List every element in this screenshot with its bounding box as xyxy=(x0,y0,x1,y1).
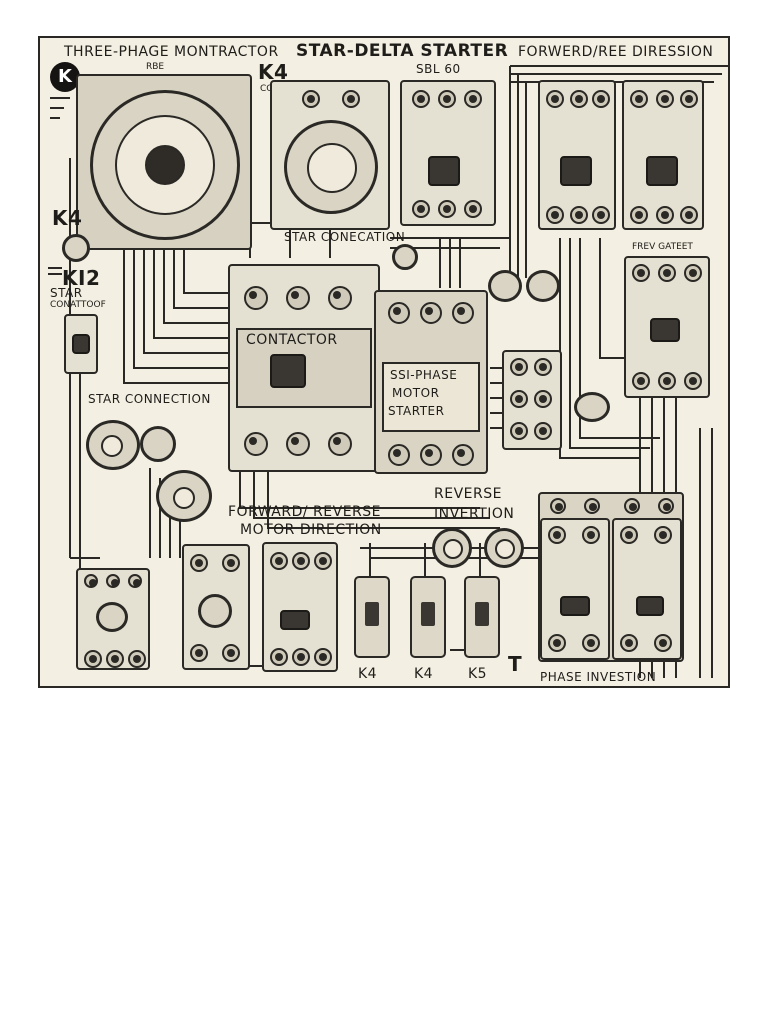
label-motor-direction: MOTOR DIRECTION xyxy=(240,522,382,538)
fuse-k4-b xyxy=(410,576,446,658)
motor-starter: SSI-PHASE MOTOR STARTER xyxy=(374,290,488,474)
label-k12-left: KI2 xyxy=(62,266,101,290)
indicator-lamp xyxy=(392,244,418,270)
bottom-left-contactor xyxy=(76,568,150,670)
round-meter-icon xyxy=(284,120,378,214)
terminal-block xyxy=(502,350,562,450)
tiny-label-frevgateet: FREV GATEET xyxy=(632,242,693,252)
tiny-label-rbe: RBE xyxy=(146,62,165,72)
label-fuse-k5: K5 xyxy=(468,666,488,682)
small-relay xyxy=(64,314,98,374)
three-phase-motor xyxy=(76,74,252,250)
label-starter-3: STARTER xyxy=(388,404,445,418)
reverse-contactor xyxy=(622,80,704,230)
main-contactor: CONTACTOR xyxy=(228,264,380,472)
title-forward-direction: FORWERD/REE DIRESSION xyxy=(518,44,714,60)
fuse-k5 xyxy=(464,576,500,658)
label-star-connection-top: STAR CONECATION xyxy=(284,230,406,244)
label-forward-reverse: FORWARD/ REVERSE xyxy=(228,504,382,520)
round-meter-icon-2 xyxy=(484,528,524,568)
meter-unit xyxy=(270,80,390,230)
fuse-k4-a xyxy=(354,576,390,658)
label-reverse: REVERSE xyxy=(434,486,502,502)
label-starter-2: MOTOR xyxy=(392,386,440,400)
label-invertion: INVERTION xyxy=(434,506,515,522)
bushing-3 xyxy=(574,392,610,422)
label-fuse-k4-a: K4 xyxy=(358,666,378,682)
pilot-lamp xyxy=(62,234,90,262)
tiny-label-cc3: CC3 xyxy=(260,84,278,94)
forward-contactor xyxy=(538,80,616,230)
forward-motor-contactor xyxy=(182,544,250,670)
left-gauge-2 xyxy=(140,426,176,462)
title-three-phase: THREE-PHAGE MONTRACTOR xyxy=(64,44,279,60)
label-contactor: CONTACTOR xyxy=(246,332,338,348)
label-k4-left: K4 xyxy=(52,206,83,230)
title-star-delta: STAR-DELTA STARTER xyxy=(296,41,509,61)
round-meter-icon xyxy=(432,528,472,568)
bushing-1 xyxy=(488,270,522,302)
tiny-label-sbl60: SBL 60 xyxy=(416,62,461,76)
label-star-sub: CONATTOOF xyxy=(50,300,106,310)
bushing-2 xyxy=(526,270,560,302)
left-gauge-3 xyxy=(156,470,212,522)
phase-inversion-unit xyxy=(538,492,684,662)
breaker-toggle-icon xyxy=(270,354,306,388)
reverse-motor-contactor xyxy=(262,542,338,672)
label-t-mark: T xyxy=(508,652,523,676)
overload-relay xyxy=(624,256,710,398)
motor-gauge-icon xyxy=(90,90,240,240)
schematic-sheet: THREE-PHAGE MONTRACTOR STAR-DELTA STARTE… xyxy=(38,36,730,688)
label-star-connection-left: STAR CONNECTION xyxy=(88,392,211,406)
left-gauge-1 xyxy=(86,420,140,470)
label-star: STAR xyxy=(50,286,83,300)
k-circle-badge: K xyxy=(50,62,80,92)
top-contactor xyxy=(400,80,496,226)
label-starter-1: SSI-PHASE xyxy=(390,368,458,382)
label-phase-investion: PHASE INVESTION xyxy=(540,670,657,684)
label-fuse-k4-b: K4 xyxy=(414,666,434,682)
